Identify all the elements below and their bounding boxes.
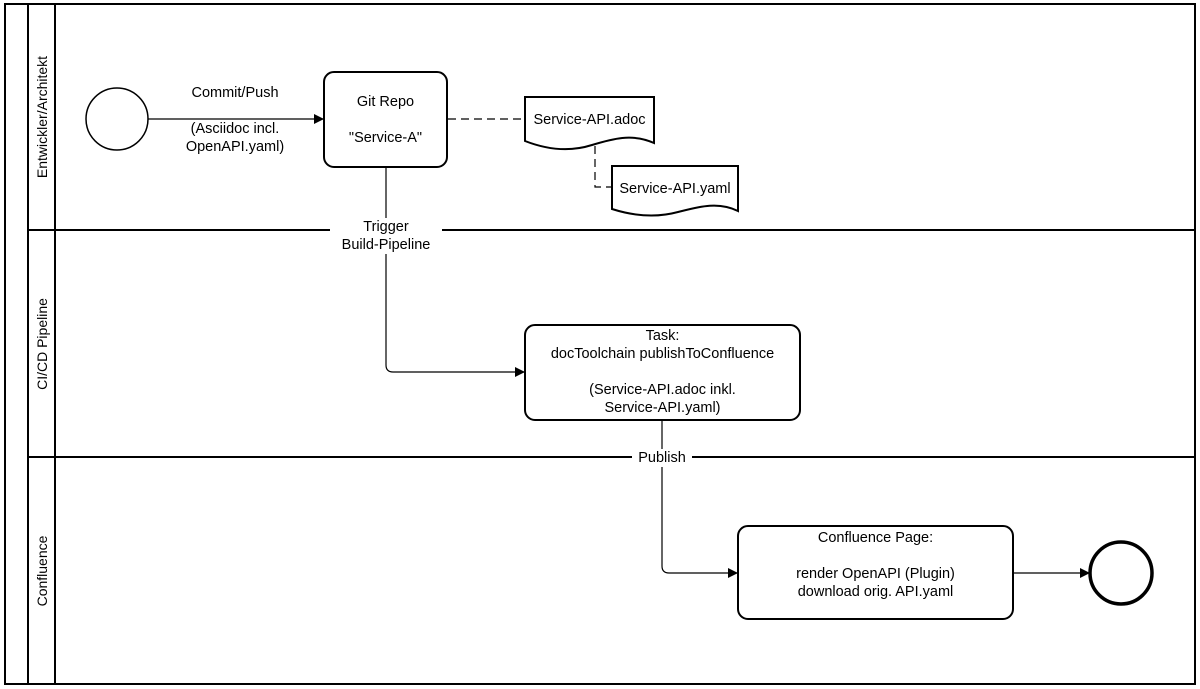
lane-label-cicd: CI/CD Pipeline <box>34 298 50 390</box>
task-line-3 <box>525 363 800 381</box>
lane-label-confluence: Confluence <box>34 535 50 607</box>
commit-label-line-4: OpenAPI.yaml) <box>185 139 285 155</box>
end-event[interactable] <box>1088 540 1154 606</box>
confluence-line-2 <box>738 547 1013 565</box>
commit-label-line-2 <box>170 102 300 120</box>
trigger-label-line-2: Build-Pipeline <box>341 237 431 253</box>
association-yaml <box>594 146 612 188</box>
trigger-label-line-1: Trigger <box>363 219 409 235</box>
task-line-2: docToolchain publishToConfluence <box>550 346 775 362</box>
git-repo-line-3: "Service-A" <box>348 130 423 146</box>
pool-border <box>4 3 1196 685</box>
start-event[interactable] <box>85 87 149 151</box>
doc-adoc-shape[interactable] <box>524 96 655 151</box>
commit-label-line-1: Commit/Push <box>191 85 279 101</box>
confluence-page-text: Confluence Page: render OpenAPI (Plugin)… <box>738 529 1013 601</box>
doc-adoc-label: Service-API.adoc <box>533 112 646 128</box>
doc-yaml-shape[interactable] <box>611 165 739 217</box>
git-repo-line-2 <box>324 111 447 129</box>
publish-label: Publish <box>632 449 692 467</box>
doctoolchain-task-text: Task: docToolchain publishToConfluence (… <box>525 327 800 417</box>
commit-push-label: Commit/Push (Asciidoc incl. OpenAPI.yaml… <box>170 84 300 156</box>
confluence-line-3: render OpenAPI (Plugin) <box>796 566 955 582</box>
confluence-line-4: download orig. API.yaml <box>797 584 954 600</box>
git-repo-text: Git Repo "Service-A" <box>324 93 447 147</box>
doc-yaml-label: Service-API.yaml <box>619 181 731 197</box>
git-repo-task[interactable] <box>323 71 448 168</box>
task-line-5: Service-API.yaml) <box>604 400 721 416</box>
git-repo-line-1: Git Repo <box>356 94 415 110</box>
commit-label-line-3: (Asciidoc incl. <box>190 121 280 137</box>
lane-label-developer: Entwickler/Architekt <box>34 55 50 179</box>
confluence-page-task[interactable] <box>737 525 1014 620</box>
flow-publish[interactable] <box>661 421 738 578</box>
doctoolchain-task[interactable] <box>524 324 801 421</box>
trigger-label: Trigger Build-Pipeline <box>330 218 442 254</box>
task-line-1: Task: <box>645 328 680 344</box>
flow-trigger[interactable] <box>385 168 525 377</box>
confluence-line-1: Confluence Page: <box>817 530 934 546</box>
task-line-4: (Service-API.adoc inkl. <box>589 382 736 398</box>
